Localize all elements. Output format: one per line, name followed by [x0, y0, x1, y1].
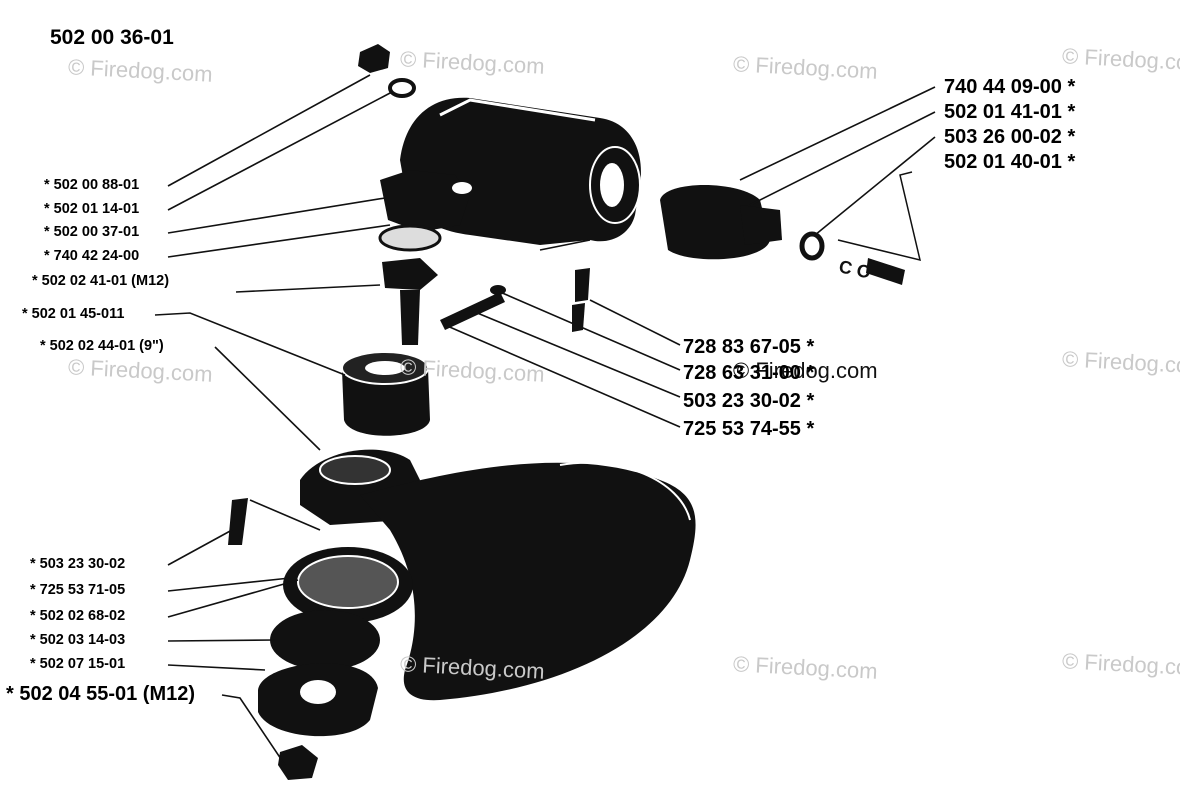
part-label: * 502 02 41-01 (M12) — [32, 273, 170, 289]
part-label: * 503 23 30-02 — [30, 556, 126, 572]
part-label: 503 26 00-02 * — [944, 126, 1076, 148]
drive-shaft — [378, 224, 442, 345]
watermark: © Firedog.com — [733, 358, 878, 383]
gear-housing — [380, 97, 641, 245]
part-label: 728 63 31-00 * — [683, 362, 815, 384]
part-label: * 502 00 88-01 — [44, 177, 140, 193]
part-label: * 502 01 45-011 — [22, 306, 125, 322]
part-label: * 502 01 14-01 — [44, 201, 140, 217]
part-label: * 502 03 14-03 — [30, 632, 126, 648]
diagram-title: 502 00 36-01 — [50, 26, 174, 49]
part-label: * 502 02 68-02 — [30, 608, 126, 624]
part-label: * 502 00 37-01 — [44, 224, 140, 240]
part-label: * 502 04 55-01 (M12) — [6, 683, 196, 705]
part-label: * 740 42 24-00 — [44, 248, 140, 264]
part-label: * 725 53 71-05 — [30, 582, 126, 598]
clutch-assembly: C O — [660, 171, 922, 285]
part-label: 502 01 40-01 * — [944, 151, 1076, 173]
part-label: 502 01 41-01 * — [944, 101, 1076, 123]
part-label: * 502 02 44-01 (9") — [40, 338, 164, 354]
part-label: 725 53 74-55 * — [683, 418, 815, 440]
bottom-stack — [258, 547, 413, 780]
guard — [300, 449, 696, 701]
part-label: 503 23 30-02 * — [683, 390, 815, 412]
part-label: 740 44 09-00 * — [944, 76, 1076, 98]
part-label: * 502 07 15-01 — [30, 656, 126, 672]
top-cap — [358, 44, 416, 98]
collar — [341, 351, 430, 436]
part-label: 728 83 67-05 * — [683, 336, 815, 358]
leader-lines — [154, 74, 936, 766]
